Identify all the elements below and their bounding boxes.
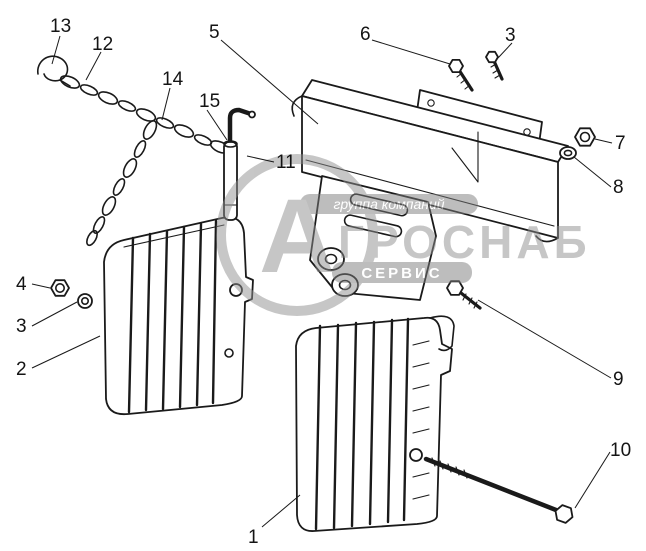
callout-4: 4 [16, 274, 27, 295]
callouts: 13 12 14 15 5 6 3 7 8 11 4 3 2 9 1 10 [16, 16, 631, 548]
watermark: группа компаний А ГРОСНАБ СЕРВИС [216, 154, 591, 316]
watermark-top-strip [300, 194, 478, 214]
nut-7 [574, 127, 596, 147]
counterweight-front [295, 315, 455, 532]
callout-3-top: 3 [505, 25, 516, 46]
callout-2: 2 [16, 359, 27, 380]
counterweight-left [103, 216, 254, 416]
callout-14: 14 [162, 69, 184, 90]
watermark-top-text: группа компаний [333, 196, 444, 212]
callout-11: 11 [276, 152, 296, 173]
washer-8 [559, 146, 577, 160]
watermark-initial: А [259, 178, 335, 295]
watermark-ring [216, 154, 378, 316]
callout-6: 6 [360, 24, 371, 45]
callout-3-left: 3 [16, 316, 27, 337]
chain [37, 55, 231, 247]
watermark-brand: ГРОСНАБ [338, 216, 591, 268]
callout-5: 5 [209, 22, 220, 43]
callout-9: 9 [613, 369, 624, 390]
callout-8: 8 [613, 177, 624, 198]
watermark-bottom-text: СЕРВИС [361, 265, 442, 282]
channel-bracket [291, 79, 569, 243]
watermark-bottom-strip [332, 262, 472, 283]
bolt-long-10 [423, 456, 574, 524]
nut-4 [50, 279, 70, 297]
washer-3-left [77, 293, 93, 309]
bolt-6 [448, 59, 474, 92]
callout-1: 1 [248, 527, 259, 548]
callout-13: 13 [50, 16, 71, 37]
callout-10: 10 [610, 440, 631, 461]
bolt-9 [446, 280, 482, 310]
callout-15: 15 [199, 91, 220, 112]
bolt-3-top [485, 50, 504, 81]
callout-7: 7 [615, 133, 626, 154]
leader-lines [31, 35, 613, 528]
callout-12: 12 [92, 34, 113, 55]
